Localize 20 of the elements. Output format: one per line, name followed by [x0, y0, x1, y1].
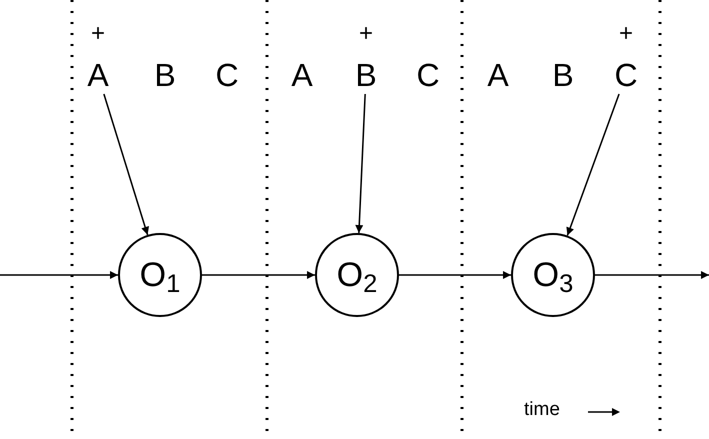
arrow: [103, 94, 150, 236]
letter-label: A: [291, 59, 313, 91]
letter-label: A: [87, 59, 109, 91]
letter-label: C: [614, 59, 638, 91]
axis-label: time: [524, 400, 560, 419]
letter-label: A: [487, 59, 509, 91]
arrow: [595, 271, 709, 279]
letter-label: B: [355, 59, 377, 91]
arrow: [355, 94, 366, 234]
plus-sign: +: [619, 22, 633, 46]
letter-label: C: [215, 59, 239, 91]
arrow: [0, 271, 118, 279]
plus-sign: +: [91, 22, 105, 46]
arrow: [202, 271, 315, 279]
letter-label: B: [154, 59, 176, 91]
letter-label: C: [416, 59, 440, 91]
arrow: [566, 94, 620, 236]
arrow: [399, 271, 511, 279]
plus-sign: +: [359, 22, 373, 46]
letter-label: B: [552, 59, 574, 91]
